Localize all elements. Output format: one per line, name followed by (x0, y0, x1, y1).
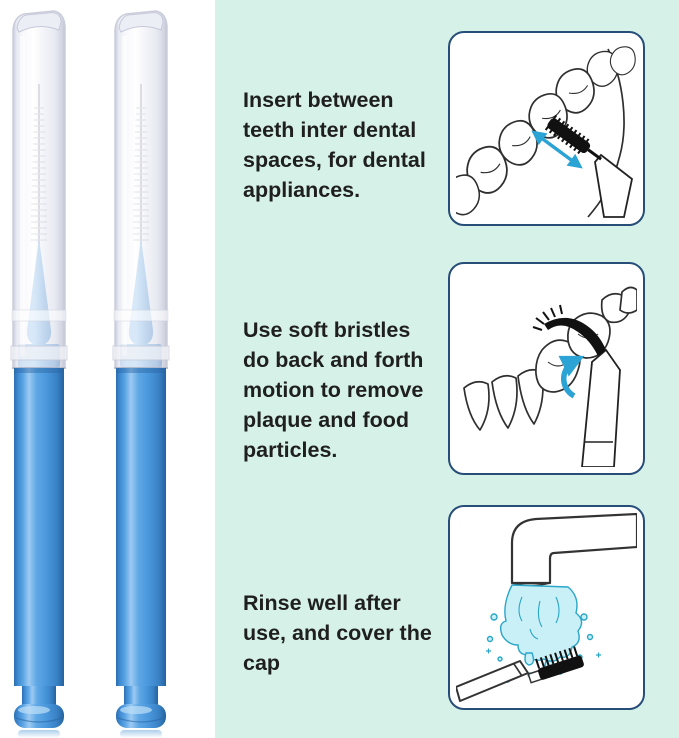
blue-handle (14, 368, 64, 728)
faucet-icon (510, 513, 637, 585)
black-brush-head (527, 646, 584, 684)
floor-reflection (18, 730, 60, 738)
rinse-under-faucet-illustration (456, 513, 637, 702)
interdental-brush-icon (10, 10, 68, 738)
illustration-panel-motion (448, 262, 645, 475)
black-brush-head (532, 304, 606, 356)
brush-handle-outline (594, 153, 633, 218)
handle-neck (22, 686, 56, 706)
interdental-brush-2 (112, 6, 170, 738)
clear-cap (112, 10, 170, 369)
cheek-outline (587, 48, 625, 218)
brush-handle-outline (581, 348, 621, 467)
clear-cap (10, 10, 68, 369)
interdental-brush-1 (10, 6, 68, 738)
handle-ferrule-line (513, 663, 523, 677)
illustration-panel-rinse (448, 505, 645, 710)
floor-reflection (120, 730, 162, 738)
interdental-brush-icon (112, 10, 170, 738)
brush-handle-outline (456, 660, 529, 702)
instruction-text-1: Insert between teeth inter dental spaces… (243, 88, 426, 202)
illustration-panel-insert (448, 31, 645, 226)
cap-rim-ring (10, 345, 68, 361)
insert-between-teeth-illustration (456, 46, 636, 218)
handle-neck (124, 686, 158, 706)
blue-handle (116, 368, 166, 728)
cap-collar-ring (11, 309, 67, 322)
back-and-forth-arrow-icon (558, 355, 585, 399)
back-and-forth-illustration (463, 286, 637, 467)
instruction-text-3: Rinse well after use, and cover the cap (243, 591, 432, 675)
insertion-direction-arrow-icon (531, 130, 583, 169)
cap-top-face (118, 11, 164, 33)
cap-rim-ring (112, 345, 170, 361)
instruction-text-2: Use soft bristles do back and forth moti… (243, 318, 424, 462)
cap-collar-ring (113, 309, 169, 322)
cap-top-face (16, 11, 62, 33)
